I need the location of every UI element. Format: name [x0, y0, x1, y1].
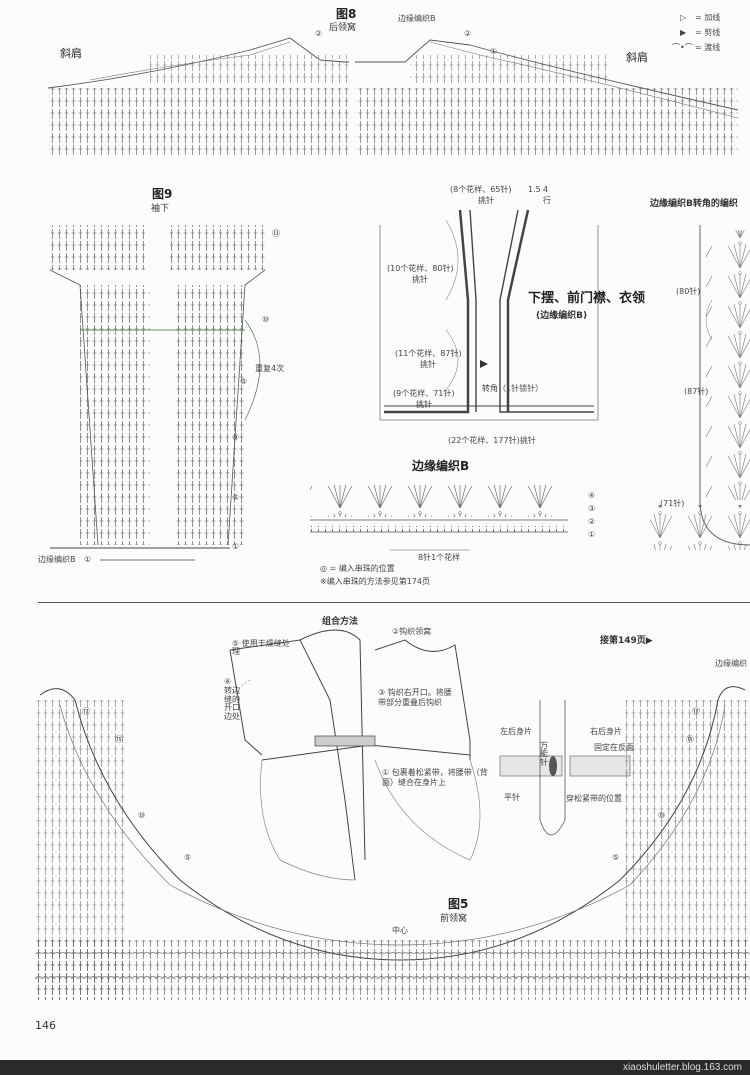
legend-chain: = 渡线: [695, 43, 721, 52]
edge-b-title: 边缘编织B: [412, 459, 470, 473]
schematic-top-right-c: 行: [543, 196, 551, 205]
corner-b-title: 边缘编织B转角的编织: [650, 199, 738, 209]
assembly-title: 组合方法: [322, 617, 359, 627]
fig9-marker: ⑤: [232, 493, 240, 502]
fig5-marker: ⑰: [82, 707, 90, 716]
fig5-title: 图5: [448, 897, 469, 911]
fig8-title: 图8: [336, 7, 357, 21]
assembly-step3: ③ 钩织右开口。将腰带部分重叠后钩织: [378, 688, 452, 707]
legend-add-symbol: ▷: [680, 13, 687, 22]
flat-stitch-label: 平针: [504, 793, 520, 802]
edge-b-row: ②: [588, 517, 596, 526]
fig5-marker: ⑤: [184, 853, 192, 862]
fig8-edge-label: 边缘编织B: [398, 14, 436, 23]
schematic-left3: (9个花样、71针): [393, 389, 455, 398]
edge-b-row: ①: [588, 530, 596, 539]
right-back-piece-label: 右后身片: [590, 727, 622, 736]
fig8-marker: ①: [490, 47, 498, 56]
fig9-marker: ⑤: [240, 377, 248, 386]
assembly-sketch: [229, 629, 631, 881]
fig9-marker: ①: [232, 542, 240, 551]
page-number: 146: [35, 1019, 56, 1032]
edge-b-repeat: 8针1个花样: [418, 553, 461, 562]
fig9-marker: ①: [84, 555, 92, 564]
fig5-diagram: [35, 686, 750, 1000]
schematic-left2-sub: 挑针: [420, 360, 436, 369]
schematic-top-right-b: 4: [543, 185, 549, 194]
assembly-step2: ②钩织领窝: [392, 627, 432, 636]
legend-chain-symbol: ⌒•⌒: [672, 43, 693, 52]
fig9-title: 图9: [152, 187, 173, 201]
edge-b-note1: ◎ = 编入串珠的位置: [320, 564, 395, 573]
fig8-left-label: 斜肩: [60, 47, 82, 60]
corner-b-count: (80针): [676, 287, 701, 296]
fig5-marker: ⑮: [115, 735, 123, 744]
fig5-edge-label: 边缘编织: [715, 659, 747, 668]
watermark: xiaoshuletter.blog.163.com: [623, 1062, 742, 1073]
fig9-edge-label: 边缘编织B: [38, 555, 76, 564]
fix-label: 固定在反面: [594, 743, 634, 752]
corner-b-count: (71针): [660, 499, 685, 508]
corner-b-count: (87针): [684, 387, 709, 396]
footer-bar: xiaoshuletter.blog.163.com: [0, 1060, 750, 1075]
fig9-repeat: 重复4次: [255, 364, 285, 373]
elastic-label: 穿松紧带的位置: [566, 794, 622, 803]
schematic-left2: (11个花样、87针): [395, 349, 462, 358]
schematic-corner: 转角（1针锁针）: [482, 384, 544, 393]
schematic-top-sub: 挑针: [478, 196, 494, 205]
left-back-piece-label: 左后身片: [500, 727, 532, 736]
fig8-subtitle: 后领窝: [329, 23, 357, 33]
edge-b-note2: ※编入串珠的方法参见第174页: [320, 577, 430, 586]
schematic-bottom: (22个花样、177针)挑针: [448, 436, 536, 445]
schematic-title: 下摆、前门襟、衣领: [528, 291, 646, 306]
assembly-step4: ④ 转边缝的开口边处: [224, 677, 240, 722]
fig9-marker: ⑩: [262, 315, 270, 324]
edge-b-row: ③: [588, 504, 596, 513]
schematic-left3-sub: 挑针: [416, 400, 432, 409]
fig5-subtitle: 前领窝: [440, 914, 468, 924]
fig5-marker: ⑩: [138, 811, 146, 820]
hem-schematic: [379, 209, 599, 421]
corner-b-diagram: [650, 225, 750, 550]
fig9-marker: ⑨: [232, 433, 240, 442]
schematic-left1: (10个花样、80针): [387, 264, 454, 273]
schematic-top: (8个花样、65针): [450, 185, 512, 194]
continue-page-link[interactable]: 接第149页▶: [600, 636, 653, 646]
schematic-top-right-a: 1.5: [528, 185, 541, 194]
assembly-step5: ⑤ 使用干燥缝处理: [232, 639, 290, 656]
assembly-step1: ① 包裹着松紧带，将腰带（背面）缝合在身片上: [382, 768, 488, 787]
fig5-marker: ⑮: [686, 735, 694, 744]
legend-cut-symbol: ▶: [680, 28, 687, 37]
fig8-marker: ②: [464, 29, 472, 38]
fig5-marker: ⑰: [692, 707, 700, 716]
section-divider: [38, 602, 750, 603]
schematic-left1-sub: 挑针: [412, 275, 428, 284]
fig5-marker: ⑤: [612, 853, 620, 862]
edge-b-row: ④: [588, 491, 596, 500]
fig8-diagram: [47, 37, 739, 156]
legend-add: = 加线: [695, 13, 721, 22]
fig5-marker: ⑩: [658, 811, 666, 820]
schematic-title-sub: (边缘编织B): [536, 311, 588, 321]
fig9-subtitle: 袖下: [151, 204, 170, 214]
edge-b-diagram: [310, 485, 568, 551]
fig9-diagram: [49, 225, 266, 561]
fig8-right-label: 斜肩: [626, 51, 648, 64]
needle-label: 万能针: [540, 741, 548, 767]
fig8-marker: ②: [315, 29, 323, 38]
legend-cut: = 剪线: [695, 28, 721, 37]
fig9-marker: ⑬: [272, 229, 280, 238]
fig5-center: 中心: [392, 926, 408, 935]
